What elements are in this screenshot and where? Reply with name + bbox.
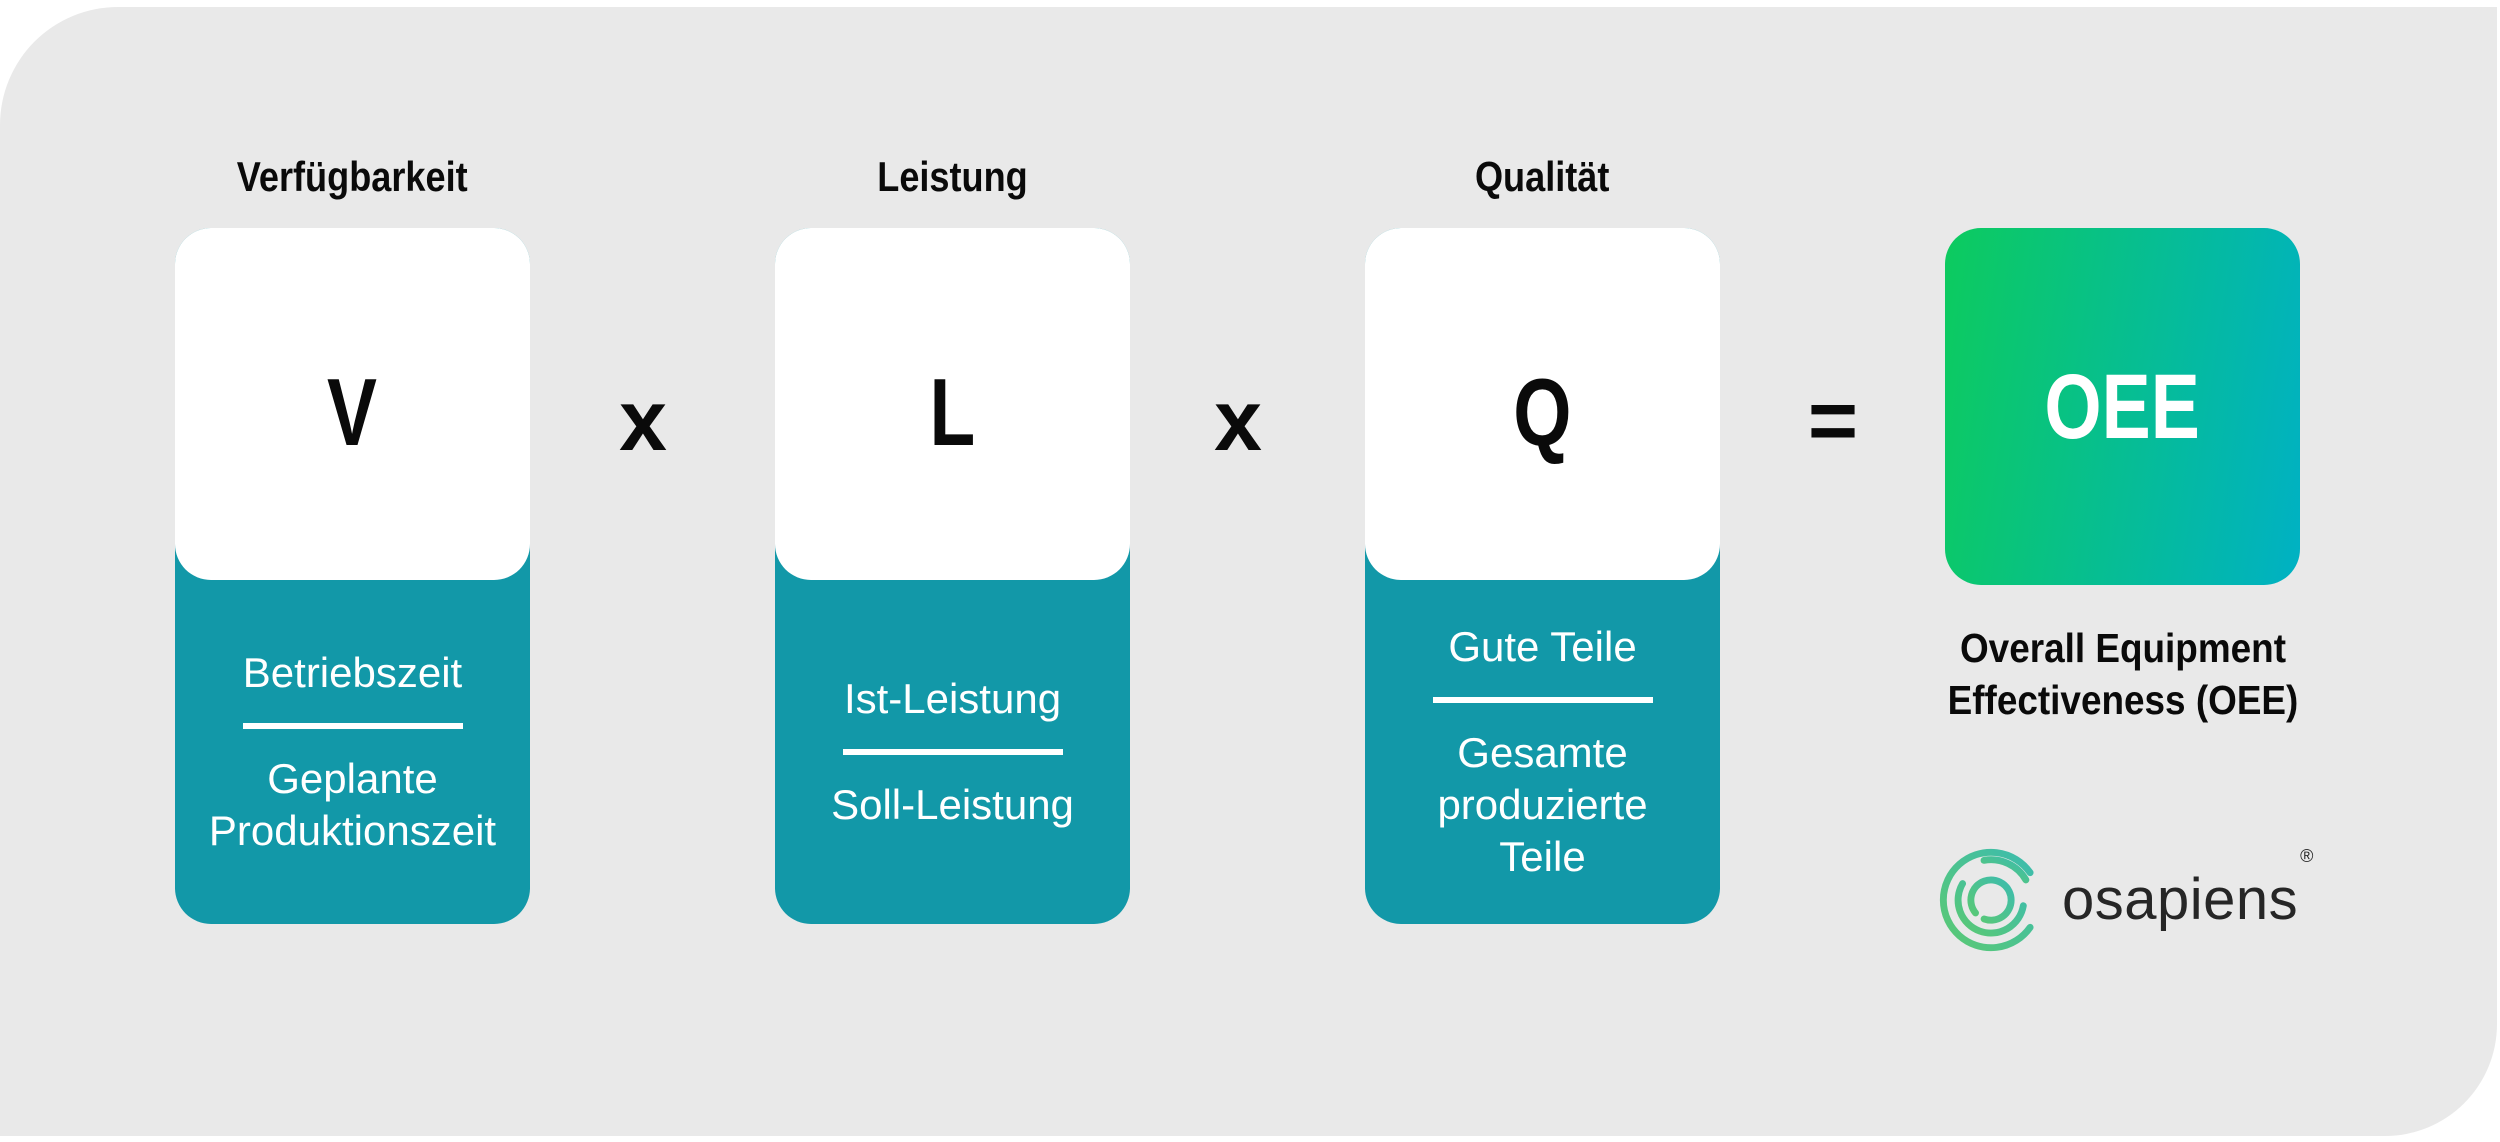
availability-card: V Betriebszeit Geplante Produktionszeit (175, 228, 530, 924)
multiply-operator-2: x (1214, 373, 1262, 469)
osapiens-wordmark: osapiens (2062, 867, 2299, 932)
fraction-denominator: Geplante Produktionszeit (208, 755, 497, 855)
registered-trademark-symbol: ® (2300, 846, 2314, 866)
performance-card: L Ist-Leistung Soll-Leistung (775, 228, 1130, 924)
osapiens-logo-icon (1939, 848, 2034, 952)
fraction-numerator: Ist-Leistung (843, 674, 1062, 722)
quality-letter: Q (1513, 359, 1572, 466)
availability-fraction: Betriebszeit Geplante Produktionszeit (175, 580, 530, 924)
performance-fraction: Ist-Leistung Soll-Leistung (775, 580, 1130, 924)
quality-card: Q Gute Teile Gesamte produzierte Teile (1365, 228, 1720, 924)
oee-result-card: OEE (1945, 228, 2300, 585)
factor-label-performance: Leistung (775, 156, 1130, 198)
factor-label-availability: Verfügbarkeit (175, 156, 530, 198)
fraction-divider-line (842, 749, 1063, 756)
quality-fraction: Gute Teile Gesamte produzierte Teile (1365, 580, 1720, 924)
oee-caption: Overall Equipment Effectiveness (OEE) (1898, 622, 2348, 727)
factor-label-quality: Qualität (1365, 156, 1720, 198)
fraction-numerator: Betriebszeit (242, 648, 463, 696)
performance-letter: L (929, 359, 976, 466)
multiply-operator-1: x (619, 373, 667, 469)
factor-label-text: Leistung (877, 153, 1028, 200)
performance-letter-panel: L (775, 228, 1130, 580)
equals-operator: = (1807, 373, 1859, 469)
osapiens-logo: osapiens ® (1938, 842, 2358, 958)
oee-abbreviation: OEE (2044, 355, 2201, 458)
availability-letter: V (327, 359, 378, 466)
factor-label-text: Verfügbarkeit (237, 153, 468, 200)
fraction-denominator: Gesamte produzierte Teile (1437, 729, 1648, 881)
fraction-numerator: Gute Teile (1448, 622, 1637, 670)
availability-letter-panel: V (175, 228, 530, 580)
factor-label-text: Qualität (1475, 153, 1610, 200)
oee-caption-line-1: Overall Equipment (1959, 625, 2287, 671)
fraction-divider-line (242, 723, 463, 730)
fraction-denominator: Soll-Leistung (831, 781, 1074, 829)
oee-caption-line-2: Effectiveness (OEE) (1947, 677, 2299, 724)
quality-letter-panel: Q (1365, 228, 1720, 580)
fraction-divider-line (1432, 697, 1653, 704)
